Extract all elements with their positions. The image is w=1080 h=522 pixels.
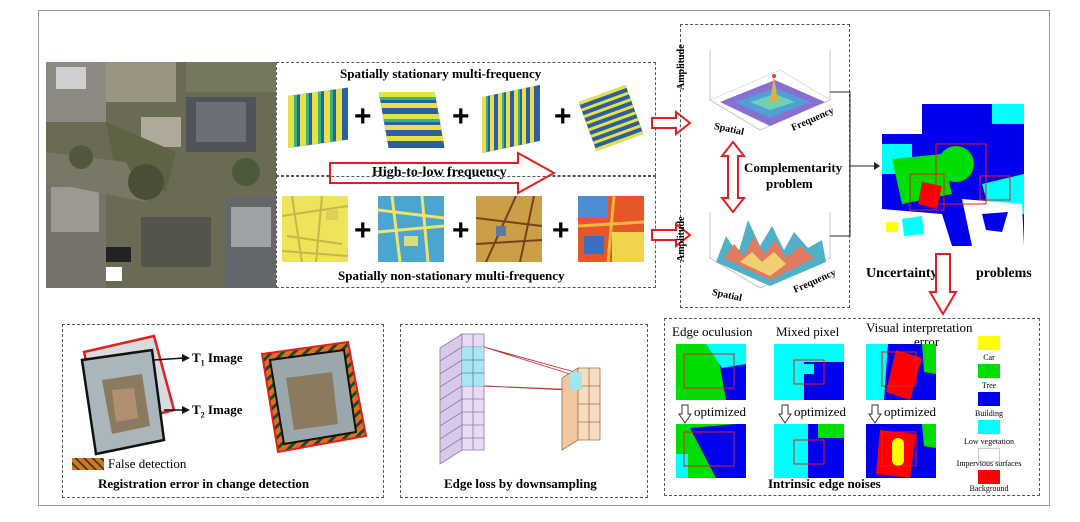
wave-tile-4 (578, 85, 644, 151)
segmentation-map (882, 104, 1024, 246)
legend-label-impervious: Impervious surfaces (956, 459, 1022, 468)
optimized-label-3: optimized (884, 404, 936, 419)
visual-error-label-1: Visual interpretation (866, 320, 973, 335)
mixed-pixel-after (774, 424, 844, 478)
visual-error-before (866, 344, 936, 400)
registration-images-left (80, 334, 190, 456)
optimized-label-2: optimized (794, 404, 846, 419)
texture-tile-3 (476, 196, 542, 262)
downsampling-diagram (439, 333, 601, 465)
complementarity-arrow (720, 140, 746, 214)
legend-label-car: Car (983, 353, 995, 362)
mixed-pixel-before (774, 344, 844, 400)
figure-frame (38, 10, 1050, 506)
legend-swatch-tree (978, 364, 1000, 378)
t2-image-label: T2 Image (192, 402, 243, 420)
edge-occlusion-label: Edge oculusion (672, 324, 753, 339)
visual-error-after (866, 424, 936, 478)
stationary-title: Spatially stationary multi-frequency (340, 66, 542, 81)
edge-occlusion-after (676, 424, 746, 478)
texture-tile-2 (378, 196, 444, 262)
wave-tile-2 (378, 92, 445, 148)
mixed-pixel-label: Mixed pixel (776, 324, 840, 339)
registration-images-right (260, 340, 368, 454)
surface-plot-top (709, 50, 831, 131)
t1-image-label: T1 Image (192, 350, 243, 368)
plus-6: + (552, 214, 570, 247)
plus-2: + (452, 100, 470, 133)
plus-3: + (554, 100, 572, 133)
registration-box (62, 324, 384, 498)
legend-swatch-building (978, 392, 1000, 406)
legend-swatch-background (978, 470, 1000, 484)
plot-connector (830, 91, 880, 237)
high-to-low-arrow (329, 151, 557, 195)
plus-4: + (354, 214, 372, 247)
optimized-arrow-2 (778, 404, 792, 424)
texture-tile-1 (282, 196, 348, 262)
edge-loss-box (400, 324, 648, 498)
legend-label-building: Building (974, 409, 1003, 418)
nonstationary-title: Spatially non-stationary multi-frequency (338, 268, 565, 283)
amplitude-label-top: Amplitude (676, 44, 687, 90)
surface-plot-bottom (709, 212, 831, 289)
wave-tile-3 (482, 84, 540, 154)
problems-label: problems (976, 266, 1032, 281)
intrinsic-caption: Intrinsic edge noises (768, 476, 881, 491)
plus-1: + (354, 100, 372, 133)
legend-swatch-impervious (978, 448, 1000, 462)
optimized-label-1: optimized (694, 404, 746, 419)
legend-label-background: Background (969, 484, 1009, 493)
texture-tile-4 (578, 196, 644, 262)
false-detection-label: False detection (108, 456, 187, 471)
edge-occlusion-before (676, 344, 746, 400)
optimized-arrow-3 (868, 404, 882, 424)
legend-swatch-low-vegetation (978, 420, 1000, 434)
aerial-image (46, 62, 276, 288)
false-detection-swatch (72, 458, 104, 470)
uncertainty-label: Uncertainty (866, 266, 938, 281)
down-arrow (928, 253, 958, 316)
complementarity-label-2: problem (766, 176, 813, 191)
optimized-arrow-1 (678, 404, 692, 424)
amplitude-label-bottom: Amplitude (676, 216, 687, 262)
wave-tile-1 (288, 87, 348, 148)
plus-5: + (452, 214, 470, 247)
legend-label-low-vegetation: Low vegetation (964, 437, 1014, 446)
complementarity-label-1: Complementarity (744, 160, 843, 175)
legend-label-tree: Tree (981, 381, 997, 390)
edge-loss-caption: Edge loss by downsampling (444, 476, 597, 491)
legend-swatch-car (978, 336, 1000, 350)
intrinsic-box (664, 318, 1040, 496)
registration-caption: Registration error in change detection (98, 476, 310, 491)
